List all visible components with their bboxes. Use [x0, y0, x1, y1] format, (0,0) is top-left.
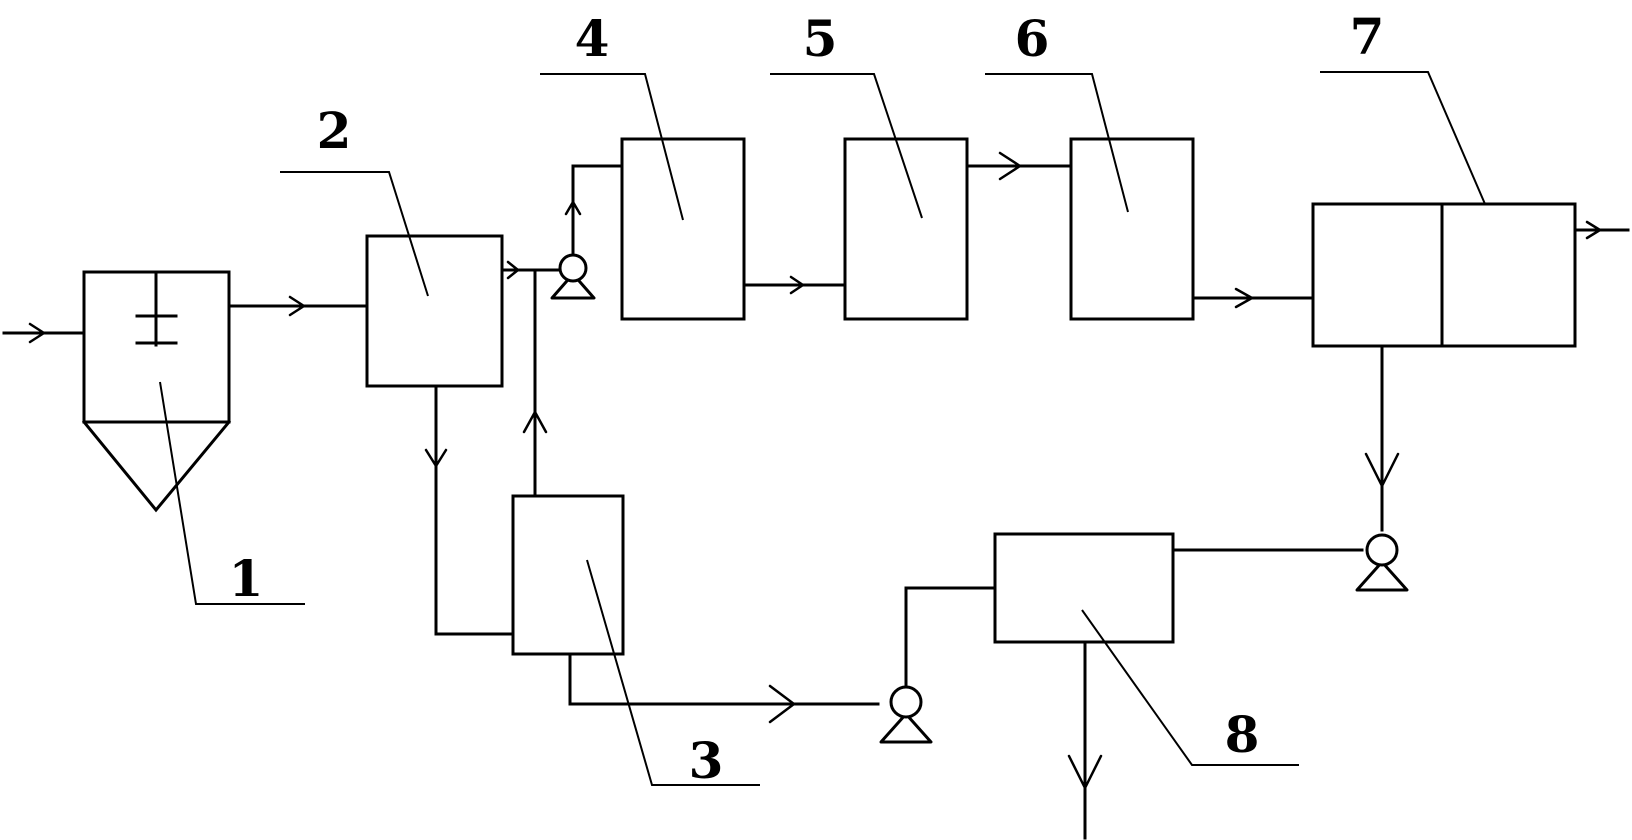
pipes [2, 164, 1630, 840]
leader-8 [1081, 609, 1299, 766]
label-5: 5 [803, 9, 838, 68]
pump-a [550, 253, 596, 300]
pump-b [879, 685, 933, 744]
unit-3-box [511, 494, 625, 656]
label-2: 2 [317, 101, 352, 160]
unit-2-box [365, 234, 504, 388]
leader-7 [1320, 71, 1486, 205]
pump-c [1355, 533, 1409, 592]
label-1: 1 [229, 549, 264, 608]
unit-4-box [620, 137, 746, 321]
arrow-3-return-up [522, 410, 548, 434]
arrow-3-to-pump [768, 684, 796, 724]
unit-7-two-chamber-tank [1311, 202, 1577, 348]
leader-lines [159, 71, 1486, 786]
arrow-up-to-4 [564, 200, 582, 216]
leader-6 [985, 73, 1129, 213]
pipe-3-to-pump [568, 652, 880, 706]
pump-to-4-pipe [571, 164, 624, 257]
unit-6-box [1069, 137, 1195, 321]
leader-2 [280, 171, 429, 297]
label-7: 7 [1350, 7, 1385, 66]
label-3: 3 [689, 731, 724, 790]
arrow-6-to-7 [1234, 287, 1254, 309]
arrow-outlet-7 [1585, 220, 1602, 240]
unit-1-hopper-tank [81, 270, 232, 513]
arrow-inlet [28, 322, 46, 344]
arrow-5-to-6 [998, 151, 1022, 181]
pipe-2-to-3 [434, 384, 515, 636]
leader-3 [586, 559, 760, 786]
arrow-4-to-5 [789, 275, 805, 295]
arrow-7-down [1364, 452, 1400, 488]
arrow-outlet-8 [1067, 754, 1103, 790]
flow-arrows [28, 151, 1602, 790]
leader-5 [770, 73, 923, 219]
label-6: 6 [1015, 9, 1050, 68]
label-8: 8 [1225, 705, 1260, 764]
arrow-1-to-2 [288, 295, 306, 317]
arrow-2-to-3-down [424, 448, 448, 468]
pump-to-8-pipe [904, 586, 997, 688]
unit-5-box [843, 137, 969, 321]
label-4: 4 [575, 9, 610, 68]
unit-8-box [993, 532, 1175, 644]
arrow-2-out [506, 260, 520, 280]
leader-1 [159, 381, 305, 605]
leader-4 [540, 73, 684, 221]
